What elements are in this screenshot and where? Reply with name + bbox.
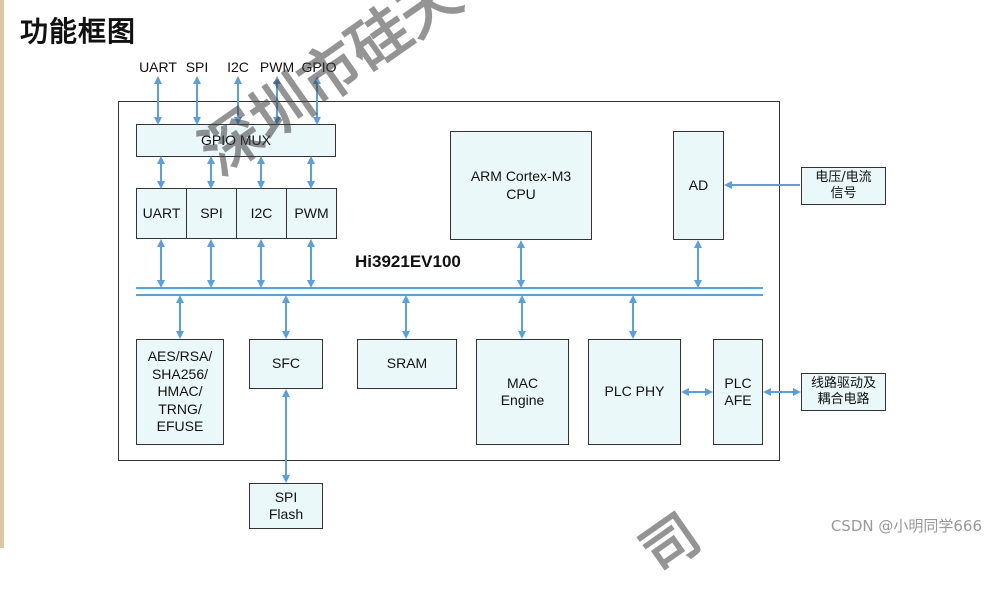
spi-block: SPI xyxy=(186,188,237,239)
line-driver-line2: 耦合电路 xyxy=(817,392,870,407)
uart-block: UART xyxy=(136,188,187,239)
crypto-line-4: TRNG/ xyxy=(158,400,202,417)
pwm-block: PWM xyxy=(286,188,337,239)
cpu-label-line1: ARM Cortex-M3 xyxy=(470,168,572,184)
chip-name: Hi3921EV100 xyxy=(355,252,461,271)
sfc-label: SFC xyxy=(272,355,300,372)
pin-label-gpio: GPIO xyxy=(301,59,337,75)
spi-flash-block: SPI Flash xyxy=(249,483,323,529)
diagram-title: 功能框图 xyxy=(20,15,137,48)
gpio-mux-label: GPIO MUX xyxy=(200,131,271,148)
csdn-credit: CSDN @小明同学666 xyxy=(830,517,982,535)
pwm-label: PWM xyxy=(294,204,329,221)
plc-phy-label: PLC PHY xyxy=(604,383,665,400)
mac-label-line2: Engine xyxy=(500,392,545,408)
pin-label-pwm: PWM xyxy=(259,59,295,75)
pin-label-uart: UART xyxy=(139,59,177,75)
left-edge-strip xyxy=(0,0,4,548)
mac-label-line1: MAC xyxy=(506,374,539,391)
crypto-line-3: HMAC/ xyxy=(157,383,203,400)
cpu-block: ARM Cortex-M3 CPU xyxy=(450,131,592,240)
sram-label: SRAM xyxy=(386,355,428,372)
spi-flash-line2: Flash xyxy=(268,506,304,522)
mac-engine-block: MAC Engine xyxy=(476,339,569,445)
spi-flash-line1: SPI xyxy=(274,488,298,505)
voltage-current-signal-block: 电压/电流 信号 xyxy=(801,167,886,205)
sfc-block: SFC xyxy=(249,339,323,389)
gpio-mux-block: GPIO MUX xyxy=(136,124,336,157)
plc-afe-block: PLC AFE xyxy=(713,339,763,445)
crypto-block: AES/RSA/ SHA256/ HMAC/ TRNG/ EFUSE xyxy=(136,339,224,445)
ad-label: AD xyxy=(688,176,709,193)
cpu-label-line2: CPU xyxy=(506,185,536,202)
line-driver-line1: 线路驱动及 xyxy=(810,375,876,391)
sram-block: SRAM xyxy=(357,339,457,389)
spi-label: SPI xyxy=(200,204,223,221)
i2c-block: I2C xyxy=(236,188,287,239)
uart-label: UART xyxy=(142,204,181,221)
crypto-line-2: SHA256/ xyxy=(151,365,209,382)
crypto-line-1: AES/RSA/ xyxy=(147,348,213,365)
voltage-signal-line1: 电压/电流 xyxy=(815,169,872,185)
plc-phy-block: PLC PHY xyxy=(588,339,681,445)
plc-afe-line1: PLC xyxy=(724,374,752,391)
pin-label-i2c: I2C xyxy=(227,59,249,75)
i2c-label: I2C xyxy=(250,204,273,221)
ad-block: AD xyxy=(673,131,724,240)
connector-overlay xyxy=(136,76,801,483)
voltage-signal-line2: 信号 xyxy=(830,186,857,201)
line-driver-coupling-block: 线路驱动及 耦合电路 xyxy=(801,373,886,411)
plc-afe-line2: AFE xyxy=(724,392,752,408)
pin-label-spi: SPI xyxy=(185,59,209,75)
crypto-line-5: EFUSE xyxy=(156,418,204,435)
